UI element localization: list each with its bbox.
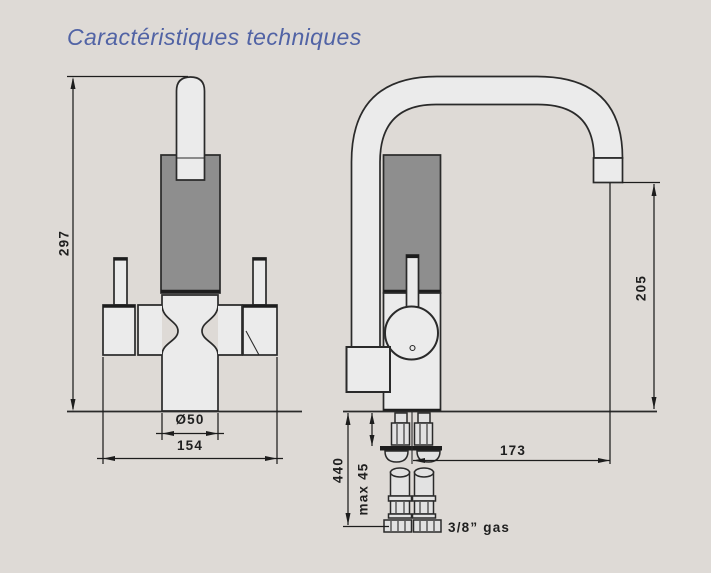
mounting-flange: [380, 446, 442, 451]
front-body-column: [161, 294, 219, 412]
dimension-width-154: 154: [97, 357, 283, 464]
front-left-panel: [137, 304, 162, 356]
side-spout-outlet: [592, 157, 624, 184]
arrow-up-icon: [70, 77, 76, 89]
dimension-base-diameter-50: Ø50: [156, 412, 224, 440]
front-view-drawing: 297: [57, 75, 302, 464]
arrow-left-icon: [413, 458, 425, 463]
dimension-below-counter-440: 440: [331, 413, 389, 528]
side-handle-knob: [384, 305, 439, 361]
hose-left: [383, 467, 413, 533]
front-right-lever-stick: [252, 257, 267, 306]
dim-label-173: 173: [500, 443, 526, 458]
supply-hoses: [383, 467, 442, 533]
arrow-down-icon: [651, 397, 657, 409]
side-spout-tube: [350, 75, 624, 348]
threaded-tails: [380, 412, 442, 464]
arrow-up-icon: [651, 184, 657, 196]
arrow-right-icon: [265, 456, 277, 461]
arrow-down-icon: [345, 513, 351, 525]
knob-screw-hole: [409, 344, 416, 352]
arrow-up-icon: [345, 413, 351, 425]
front-top-handle: [175, 76, 206, 181]
arrow-up-icon: [369, 413, 375, 424]
arrow-left-icon: [103, 456, 115, 461]
dim-label-440: 440: [331, 457, 346, 483]
front-left-handle-block: [102, 304, 136, 356]
arrow-right-icon: [598, 458, 610, 463]
dimension-height-297: 297: [57, 75, 188, 411]
side-lever-stick: [405, 254, 420, 308]
dim-label-diameter: Ø50: [175, 412, 204, 427]
side-spout-mount-box: [345, 346, 391, 393]
dim-label-154: 154: [177, 438, 203, 453]
arrow-right-icon: [206, 431, 218, 436]
hose-right: [411, 467, 442, 533]
dimension-outlet-height-205: 205: [622, 181, 660, 409]
front-left-lever-stick: [113, 257, 128, 306]
page-title: Caractéristiques techniques: [67, 24, 362, 50]
front-right-handle-block: [242, 304, 278, 356]
front-right-panel: [218, 304, 243, 356]
dim-label-205: 205: [634, 275, 649, 301]
dimension-spout-reach-173: 173: [413, 183, 611, 464]
side-view-drawing: 205 440 max 45: [331, 75, 660, 535]
connection-thread-label: 3/8” gas: [448, 520, 510, 535]
dim-label-297: 297: [57, 230, 72, 256]
arrow-down-icon: [70, 399, 76, 411]
dim-label-max45: max 45: [356, 463, 371, 516]
arrow-left-icon: [162, 431, 174, 436]
dimension-counter-thickness-max45: max 45: [356, 413, 375, 516]
arrow-down-icon: [369, 435, 375, 446]
